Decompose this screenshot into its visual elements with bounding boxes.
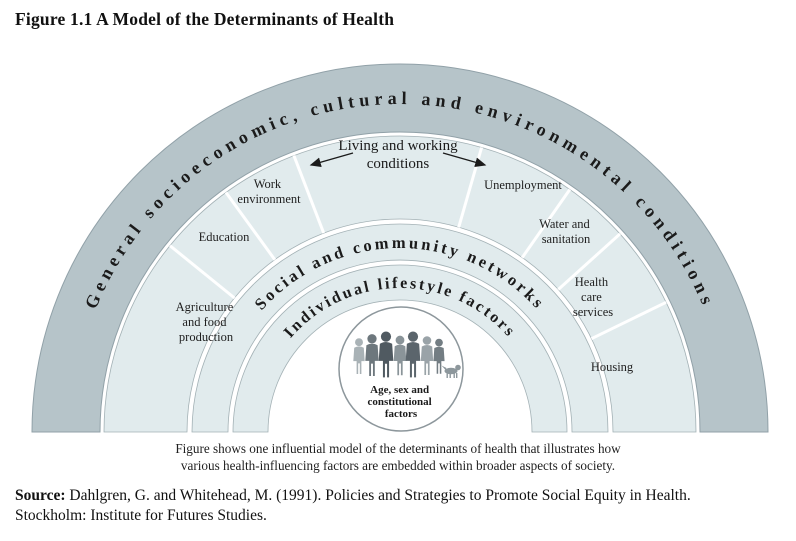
right-arrow-icon (442, 152, 487, 168)
figure-caption: Figure shows one influential model of th… (0, 441, 796, 474)
caption-line1: Figure shows one influential model of th… (175, 441, 621, 456)
page-title: Figure 1.1 A Model of the Determinants o… (15, 9, 395, 29)
segment-line: and food (182, 315, 227, 329)
determinants-of-health-diagram: General socioeconomic, cultural and envi… (31, 63, 769, 433)
outer-conditions-band (31, 63, 769, 433)
segment-label-unemployment: Unemployment (484, 178, 562, 192)
center-label: Age, sex and constitutional factors (368, 384, 435, 420)
person-silhouette-icon (353, 338, 365, 374)
segment-line: Health (575, 275, 609, 289)
source-note: Source: Dahlgren, G. and Whitehead, M. (… (15, 486, 783, 526)
divider-agriculture-education (169, 244, 236, 300)
divider-health-housing (590, 300, 667, 341)
person-silhouette-icon (433, 338, 445, 374)
segment-line: production (179, 330, 234, 344)
social-networks-band (191, 223, 609, 433)
person-silhouette-icon (365, 334, 379, 377)
segment-label-agriculture: Agriculture and food production (176, 300, 237, 344)
caption-line2: various health-influencing factors are e… (180, 457, 616, 473)
person-silhouette-icon (378, 331, 394, 378)
people-silhouettes (353, 331, 461, 378)
person-silhouette-icon (420, 336, 434, 375)
segment-label-education: Education (199, 230, 250, 244)
left-arrow-icon (309, 152, 354, 168)
lifestyle-band (232, 264, 568, 433)
segment-line: services (573, 305, 613, 319)
person-silhouette-icon (393, 335, 407, 376)
person-silhouette-icon (405, 331, 421, 378)
segment-line: Education (199, 230, 250, 244)
source-text-line2: Stockholm: Institute for Futures Studies… (15, 507, 267, 524)
segment-line: Unemployment (484, 178, 562, 192)
segment-line: Work (254, 177, 282, 191)
segment-dividers (169, 147, 667, 341)
divider-work-top (292, 155, 326, 234)
segment-line: sanitation (542, 232, 591, 246)
segment-line: Water and (539, 217, 590, 231)
dog-silhouette-icon (441, 364, 461, 378)
divider-education-work (224, 191, 277, 261)
source-text-line1: Dahlgren, G. and Whitehead, M. (1991). P… (65, 487, 691, 504)
segment-label-water-sanitation: Water and sanitation (539, 217, 593, 246)
center-label-line: factors (385, 408, 418, 420)
living-working-label-line2: conditions (367, 156, 430, 172)
segment-line: Agriculture (176, 300, 234, 314)
segment-label-housing: Housing (591, 360, 634, 374)
divider-unemployment-water (520, 188, 572, 259)
segment-line: environment (237, 192, 301, 206)
living-working-label-line1: Living and working (338, 138, 458, 154)
living-working-band (103, 135, 697, 433)
segment-label-work-environment: Work environment (237, 177, 301, 206)
segment-label-health-care: Health care services (573, 275, 613, 319)
segment-line: Housing (591, 360, 634, 374)
center-label-line: Age, sex and (370, 384, 429, 396)
divider-water-health (557, 232, 622, 291)
segment-line: care (581, 290, 602, 304)
source-label: Source: (15, 487, 66, 504)
center-label-line: constitutional (368, 396, 432, 408)
